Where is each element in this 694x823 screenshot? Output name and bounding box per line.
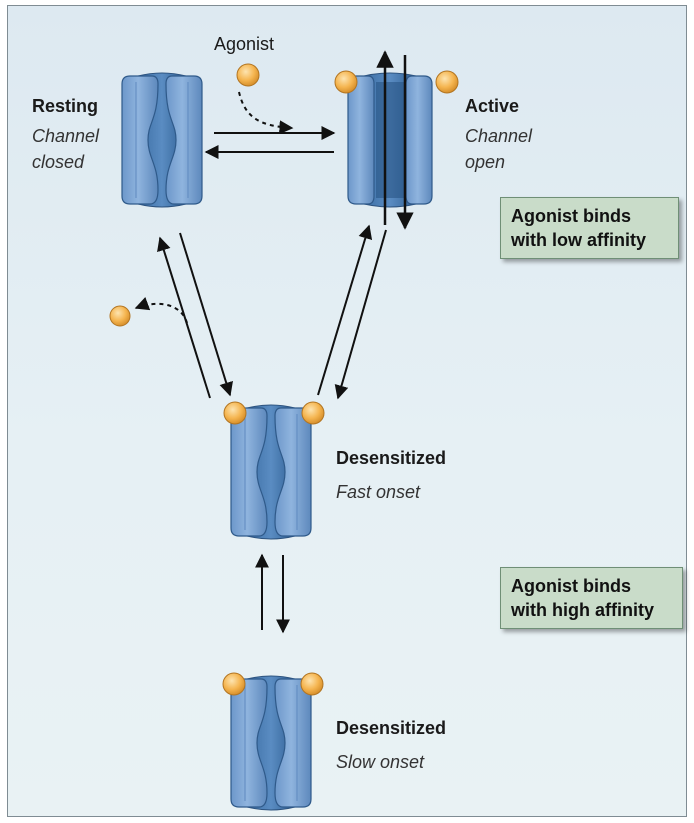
high-affinity-note: Agonist binds with high affinity — [500, 567, 683, 629]
free-agonist-ball — [237, 64, 259, 86]
active-to-desensitized-arrow — [338, 230, 386, 398]
active-state-label: Active — [465, 96, 519, 117]
high-affinity-note-line1: Agonist binds — [511, 574, 672, 598]
resting-channel — [122, 73, 202, 207]
active-state-desc-line1: Channel — [465, 124, 532, 148]
agonist-ball — [302, 402, 324, 424]
low-affinity-note: Agonist binds with low affinity — [500, 197, 679, 259]
resting-state-desc-line2: closed — [32, 150, 84, 174]
agonist-ball — [436, 71, 458, 93]
agonist-label: Agonist — [214, 34, 274, 55]
resting-state-desc-line1: Channel — [32, 124, 99, 148]
desensitized-fast-channel — [224, 402, 324, 539]
desensitized-slow-channel — [223, 673, 323, 810]
resting-state-label: Resting — [32, 96, 98, 117]
desensitized-to-resting-arrow — [160, 238, 210, 398]
desensitized-slow-desc: Slow onset — [336, 750, 424, 774]
agonist-binding-dashed-arrow — [239, 92, 292, 128]
high-affinity-note-line2: with high affinity — [511, 598, 672, 622]
agonist-ball — [301, 673, 323, 695]
agonist-ball — [335, 71, 357, 93]
low-affinity-note-line1: Agonist binds — [511, 204, 668, 228]
active-state-desc-line2: open — [465, 150, 505, 174]
low-affinity-note-line2: with low affinity — [511, 228, 668, 252]
active-channel — [335, 71, 458, 207]
desensitized-fast-desc: Fast onset — [336, 480, 420, 504]
resting-to-desensitized-arrow — [180, 233, 230, 395]
agonist-release-dashed-arrow — [136, 304, 187, 323]
released-agonist-ball — [110, 306, 130, 326]
desensitized-slow-label: Desensitized — [336, 718, 446, 739]
desensitized-to-active-arrow — [318, 226, 369, 395]
agonist-ball — [224, 402, 246, 424]
agonist-ball — [223, 673, 245, 695]
desensitized-fast-label: Desensitized — [336, 448, 446, 469]
